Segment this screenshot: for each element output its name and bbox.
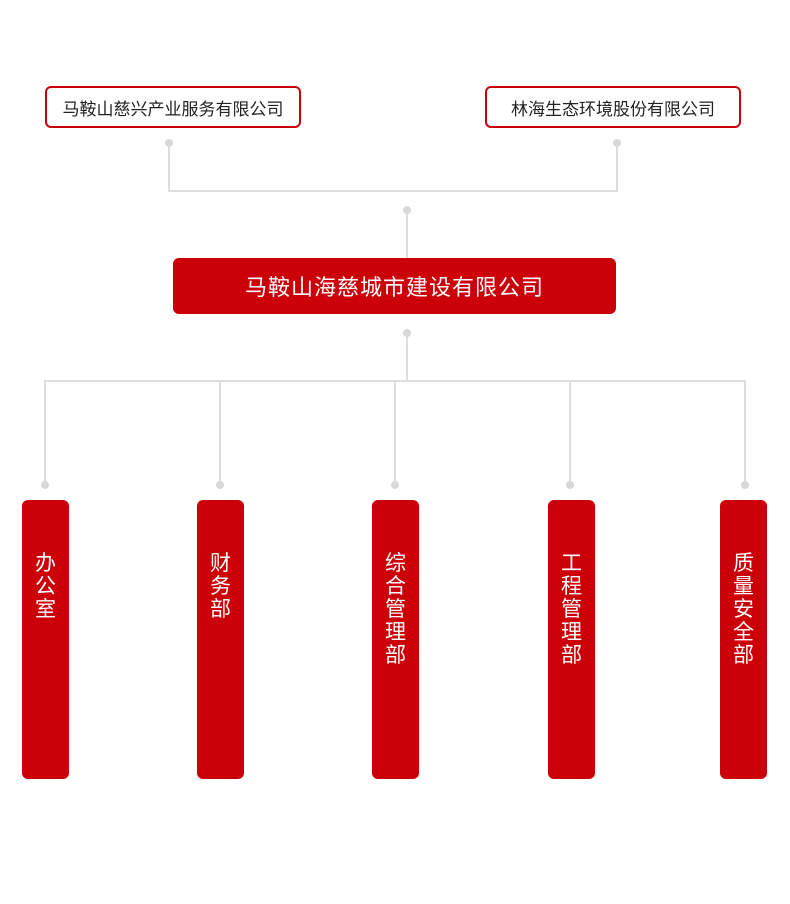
- connector-dot: [41, 481, 49, 489]
- main-company-label: 马鞍山海慈城市建设有限公司: [244, 276, 544, 301]
- connector-dot: [165, 139, 173, 147]
- main-company-box: 马鞍山海慈城市建设有限公司: [173, 258, 616, 314]
- parent-company-label: 马鞍山慈兴产业服务有限公司: [62, 99, 284, 120]
- department-box-quality-safety: 质量安全部: [720, 500, 767, 779]
- connector-dot: [403, 329, 411, 337]
- parent-company-box: 马鞍山慈兴产业服务有限公司: [45, 86, 301, 128]
- parent-company-label: 林海生态环境股份有限公司: [511, 99, 715, 120]
- department-box-engineering: 工程管理部: [548, 500, 595, 779]
- department-box-office: 办公室: [22, 500, 69, 779]
- connector-dot: [216, 481, 224, 489]
- department-label: 综合管理部: [385, 551, 406, 667]
- department-label: 工程管理部: [561, 551, 582, 667]
- connector-dot: [613, 139, 621, 147]
- department-label: 财务部: [210, 551, 231, 621]
- department-box-general-management: 综合管理部: [372, 500, 419, 779]
- parent-company-box: 林海生态环境股份有限公司: [485, 86, 741, 128]
- department-label: 质量安全部: [733, 551, 754, 667]
- connector-dot: [403, 206, 411, 214]
- department-box-finance: 财务部: [197, 500, 244, 779]
- department-label: 办公室: [35, 551, 56, 621]
- connector-dot: [566, 481, 574, 489]
- connector-dot: [741, 481, 749, 489]
- connector-dot: [391, 481, 399, 489]
